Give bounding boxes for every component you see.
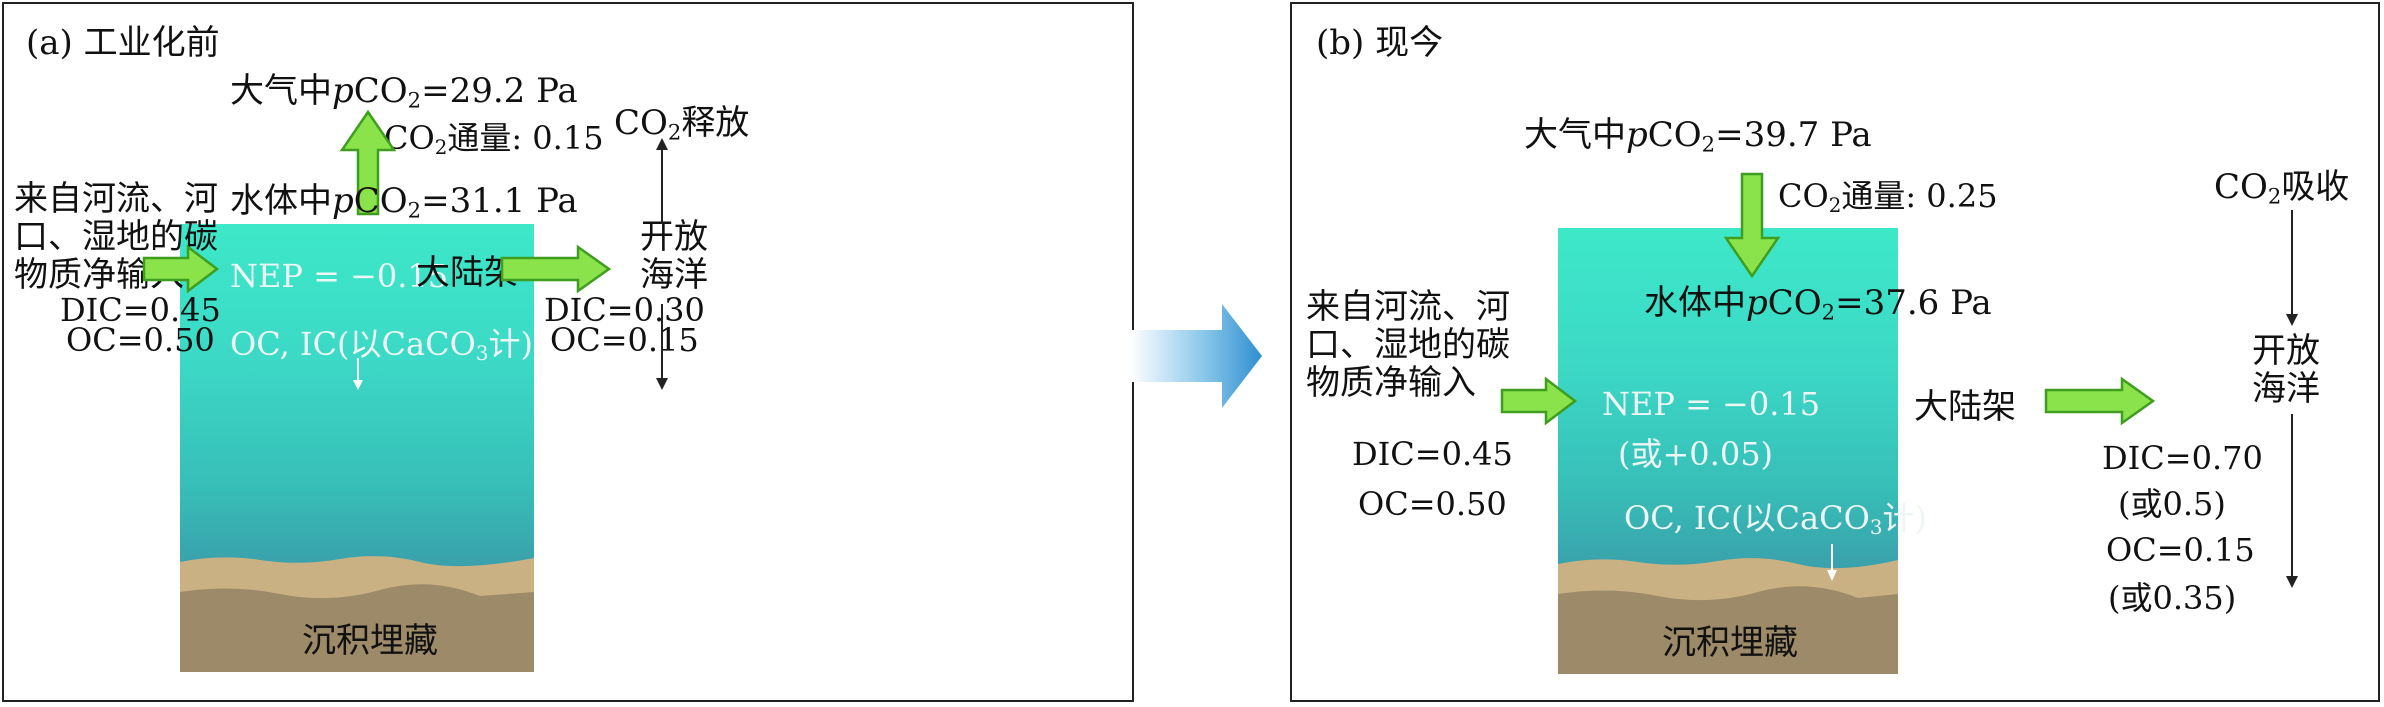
dic-export-value: DIC=0.70 (2102, 439, 2263, 477)
sediment-burial-label: 沉积埋藏 (302, 621, 438, 661)
oc-export-value: OC=0.15 (2106, 531, 2255, 569)
input-source-line-1: 来自河流、河 (14, 179, 218, 219)
nep-alternative-value: (或+0.05) (1618, 435, 1774, 473)
sinking-carbon-label: OC, IC(以CaCO3计) (230, 325, 533, 365)
open-ocean-line-2: 海洋 (640, 255, 708, 295)
oc-input-value: OC=0.50 (1358, 485, 1507, 523)
oc-export-alternative: (或0.35) (2108, 579, 2237, 617)
dic-export-value: DIC=0.30 (544, 291, 705, 329)
sinking-arrow-down (353, 358, 363, 390)
vertical-exchange-axis (656, 138, 668, 390)
input-source-line-1: 来自河流、河 (1306, 287, 1510, 327)
input-source-line-2: 口、湿地的碳 (14, 217, 218, 257)
panel-title: (a) 工业化前 (26, 23, 220, 63)
co2-release-label: CO2释放 (614, 103, 750, 145)
continental-shelf-label: 大陆架 (1914, 387, 2016, 427)
panel-present-day: (b) 现今 大气中pCO2=39.7 Pa CO2通量: 0.25 水体中pC… (1290, 2, 2380, 702)
co2-uptake-axis-arrow (2286, 210, 2298, 326)
input-source-line-3: 物质净输入 (1306, 363, 1476, 403)
panel-title: (b) 现今 (1316, 23, 1444, 63)
shelf-water-body (1558, 228, 1898, 674)
water-pco2: 水体中pCO2=31.1 Pa (230, 181, 578, 223)
export-axis-arrow (2286, 414, 2298, 588)
co2-uptake-label: CO2吸收 (2214, 167, 2350, 209)
sediment-layer (1558, 558, 1898, 674)
co2-uptake-arrow-down (1723, 172, 1781, 279)
open-ocean-line-2: 海洋 (2252, 369, 2320, 409)
sinking-arrow-down (1827, 544, 1837, 581)
oc-input-value: OC=0.50 (66, 321, 215, 359)
panel-preindustrial: (a) 工业化前 大气中pCO2=29.2 Pa CO2通量: 0.15 水体中… (2, 2, 1134, 702)
atmosphere-pco2: 大气中pCO2=29.2 Pa (230, 71, 578, 113)
sediment-burial-label: 沉积埋藏 (1662, 623, 1798, 663)
co2-release-arrow-up (339, 109, 397, 216)
oc-export-value: OC=0.15 (550, 321, 699, 359)
co2-flux-label: CO2通量: 0.15 (384, 119, 604, 159)
export-arrow-right (500, 244, 612, 294)
open-ocean-line-1: 开放 (2252, 331, 2320, 371)
input-source-line-2: 口、湿地的碳 (1306, 325, 1510, 365)
dic-input-value: DIC=0.45 (60, 291, 221, 329)
nep-value: NEP = −0.15 (1602, 385, 1821, 423)
input-arrow-right (142, 244, 220, 294)
export-arrow-right (2044, 376, 2156, 426)
co2-flux-label: CO2通量: 0.25 (1778, 177, 1998, 217)
sinking-carbon-label: OC, IC(以CaCO3计) (1624, 499, 1927, 539)
sediment-layer (180, 556, 534, 672)
input-arrow-right (1500, 376, 1578, 426)
water-pco2: 水体中pCO2=37.6 Pa (1644, 283, 1992, 325)
atmosphere-pco2: 大气中pCO2=39.7 Pa (1524, 115, 1872, 157)
open-ocean-line-1: 开放 (640, 217, 708, 257)
dic-export-alternative: (或0.5) (2118, 485, 2226, 523)
nep-value: NEP = −0.15 (230, 257, 449, 295)
dic-input-value: DIC=0.45 (1352, 435, 1513, 473)
transition-arrow-right (1130, 304, 1262, 408)
shelf-water-body (180, 224, 534, 672)
